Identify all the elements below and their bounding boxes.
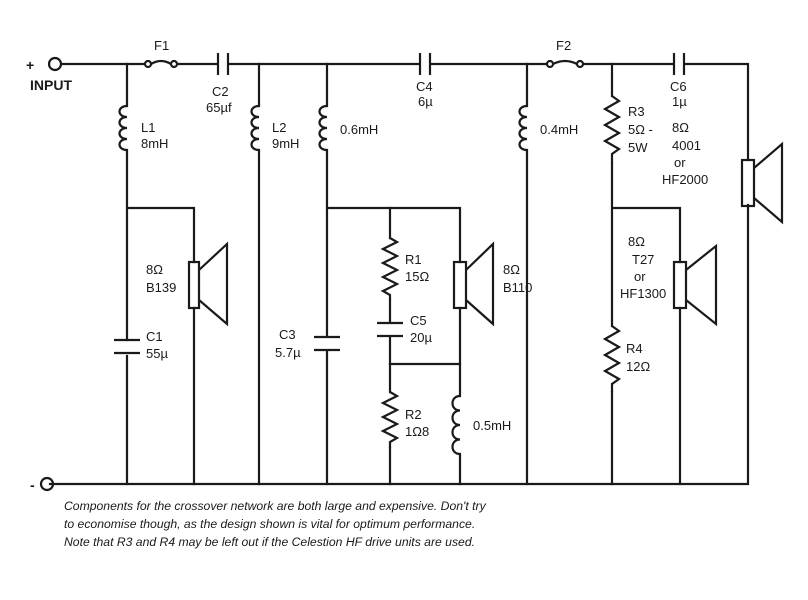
input-terminal[interactable]: + INPUT bbox=[26, 56, 72, 93]
input-label: INPUT bbox=[30, 77, 72, 93]
l3-value: 0.6mH bbox=[340, 122, 378, 137]
minus-label: - bbox=[30, 477, 35, 493]
capacitor-c6: C6 1µ bbox=[670, 53, 687, 109]
plus-label: + bbox=[26, 57, 34, 73]
capacitor-c4: C4 6µ bbox=[416, 53, 433, 109]
resistor-r4: R4 12Ω bbox=[602, 325, 650, 392]
hf2000-impedance: 8Ω bbox=[672, 120, 689, 135]
c2-value: 65µf bbox=[206, 100, 232, 115]
l5-value: 0.5mH bbox=[473, 418, 511, 433]
resistor-r1: R1 15Ω bbox=[380, 237, 429, 300]
l2-value: 9mH bbox=[272, 136, 299, 151]
capacitor-c5: C5 20µ bbox=[377, 313, 432, 345]
c6-name: C6 bbox=[670, 79, 687, 94]
r4-name: R4 bbox=[626, 341, 643, 356]
l1-name: L1 bbox=[141, 120, 155, 135]
capacitor-c3: C3 5.7µ bbox=[275, 327, 340, 360]
t27-impedance: 8Ω bbox=[628, 234, 645, 249]
b139-model: B139 bbox=[146, 280, 176, 295]
speaker-hf2000-icon: 8Ω 4001 or HF2000 bbox=[662, 120, 784, 225]
t27-or: or bbox=[634, 269, 646, 284]
r2-value: 1Ω8 bbox=[405, 424, 429, 439]
r3-name: R3 bbox=[628, 104, 645, 119]
speaker-b110-icon: 8Ω B110 bbox=[452, 241, 532, 327]
capacitor-c2: C2 65µf bbox=[206, 53, 232, 115]
wiring bbox=[48, 62, 750, 486]
fuse-f1: F1 bbox=[143, 38, 179, 69]
caption-line-1: Components for the crossover network are… bbox=[64, 499, 486, 513]
resistor-r2: R2 1Ω8 bbox=[380, 391, 429, 448]
l2-name: L2 bbox=[272, 120, 286, 135]
capacitor-c1: C1 55µ bbox=[114, 329, 168, 361]
b110-impedance: 8Ω bbox=[503, 262, 520, 277]
r1-name: R1 bbox=[405, 252, 422, 267]
r2-name: R2 bbox=[405, 407, 422, 422]
l1-value: 8mH bbox=[141, 136, 168, 151]
inductor-0-6mh: 0.6mH bbox=[318, 104, 378, 152]
ground-terminal[interactable]: - bbox=[30, 476, 55, 493]
inductor-0-4mh: 0.4mH bbox=[518, 104, 578, 152]
c5-name: C5 bbox=[410, 313, 427, 328]
t27-alt-model: HF1300 bbox=[620, 286, 666, 301]
r3-value: 5Ω - bbox=[628, 122, 653, 137]
c1-name: C1 bbox=[146, 329, 163, 344]
r4-value: 12Ω bbox=[626, 359, 650, 374]
r3-rating: 5W bbox=[628, 140, 648, 155]
c4-name: C4 bbox=[416, 79, 433, 94]
figure-caption: Components for the crossover network are… bbox=[64, 497, 684, 551]
caption-line-2: to economise though, as the design shown… bbox=[64, 517, 476, 531]
b139-impedance: 8Ω bbox=[146, 262, 163, 277]
fuse-f2: F2 bbox=[545, 38, 585, 69]
speaker-t27-icon: 8Ω T27 or HF1300 bbox=[620, 234, 718, 327]
fuse-f1-label: F1 bbox=[154, 38, 169, 53]
speaker-b139-icon: 8Ω B139 bbox=[146, 241, 229, 327]
r1-value: 15Ω bbox=[405, 269, 429, 284]
inductor-l2: L2 9mH bbox=[250, 104, 299, 152]
inductor-0-5mh: 0.5mH bbox=[451, 394, 511, 456]
hf2000-model: 4001 bbox=[672, 138, 701, 153]
resistor-r3: R3 5Ω - 5W bbox=[602, 95, 653, 164]
c4-value: 6µ bbox=[418, 94, 433, 109]
hf2000-or: or bbox=[674, 155, 686, 170]
t27-model: T27 bbox=[632, 252, 654, 267]
c5-value: 20µ bbox=[410, 330, 432, 345]
l4-value: 0.4mH bbox=[540, 122, 578, 137]
c6-value: 1µ bbox=[672, 94, 687, 109]
caption-line-3: Note that R3 and R4 may be left out if t… bbox=[64, 535, 475, 549]
c3-name: C3 bbox=[279, 327, 296, 342]
inductor-l1: L1 8mH bbox=[118, 104, 168, 152]
c1-value: 55µ bbox=[146, 346, 168, 361]
hf2000-alt-model: HF2000 bbox=[662, 172, 708, 187]
fuse-f2-label: F2 bbox=[556, 38, 571, 53]
b110-model: B110 bbox=[503, 280, 532, 295]
c3-value: 5.7µ bbox=[275, 345, 301, 360]
c2-name: C2 bbox=[212, 84, 229, 99]
